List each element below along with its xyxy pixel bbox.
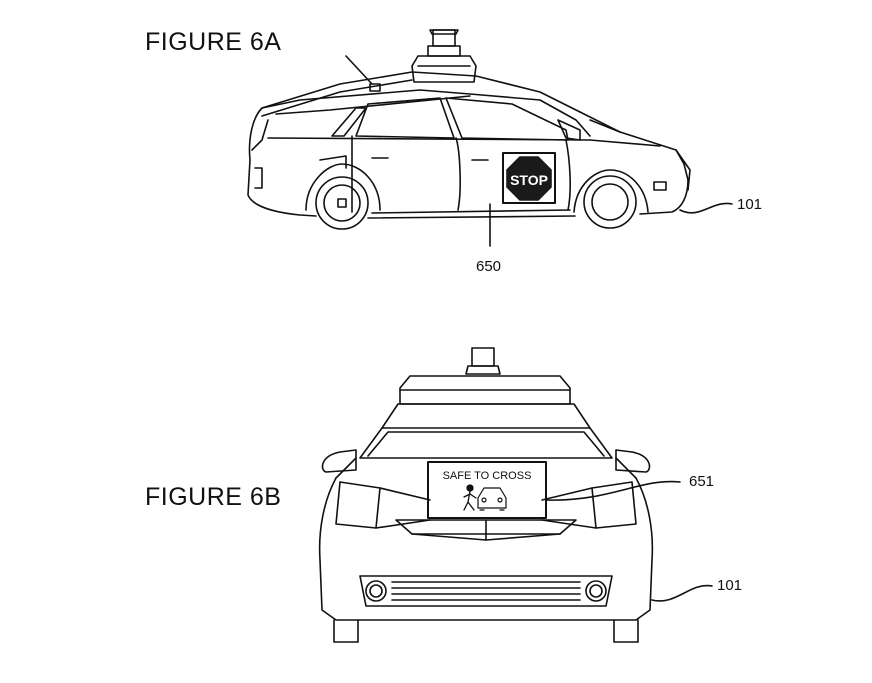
rear-wheel-side <box>305 163 381 230</box>
small-car-icon <box>477 487 507 511</box>
front-wheel-side <box>573 169 649 229</box>
leader-101-6b <box>651 584 713 602</box>
figure-6b-title: FIGURE 6B <box>145 483 282 511</box>
ref-650-label: 650 <box>476 258 502 275</box>
display-text: SAFE TO CROSS <box>443 470 532 482</box>
roof-sensor-front <box>465 347 501 375</box>
vehicle-side-view: STOP <box>247 29 733 247</box>
stop-sign-text: STOP <box>510 172 548 188</box>
vehicle-front-view: SAFE TO CROSS <box>318 347 713 643</box>
ref-101-label-6b: 101 <box>717 577 743 594</box>
leader-651 <box>545 480 681 501</box>
stop-sign-display: STOP <box>502 152 556 204</box>
pedestrian-icon <box>463 484 477 511</box>
ref-101-label-6a: 101 <box>737 196 763 213</box>
roof-sensor-side <box>411 29 477 83</box>
leader-101-6a <box>679 202 733 214</box>
figure-6a-title: FIGURE 6A <box>145 28 282 56</box>
ref-651-label: 651 <box>689 473 715 490</box>
safe-to-cross-display: SAFE TO CROSS <box>427 461 547 519</box>
